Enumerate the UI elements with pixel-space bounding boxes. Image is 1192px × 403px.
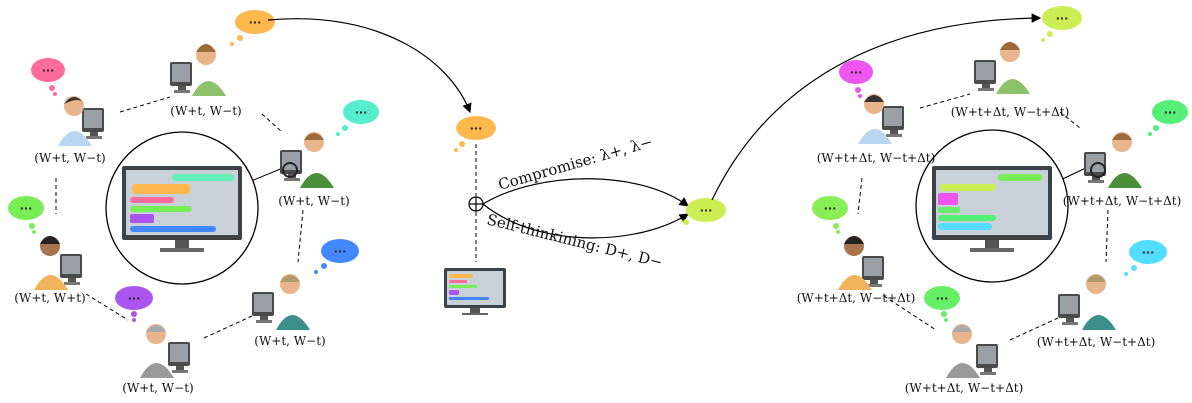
user-avatar xyxy=(838,236,884,290)
weight-label: (W+t, W−t) xyxy=(34,151,105,165)
user-avatar xyxy=(170,44,226,96)
ellipsis: ··· xyxy=(334,245,347,258)
ellipsis: ··· xyxy=(20,202,33,215)
thought-bubble: ··· xyxy=(1148,100,1188,136)
thought-bubble: ··· xyxy=(314,239,359,274)
thought-bubble: ··· xyxy=(683,198,726,225)
ellipsis: ··· xyxy=(470,122,483,135)
ellipsis: ··· xyxy=(355,106,368,119)
right-user-group: ··· ··· ··· ··· ··· xyxy=(797,6,1188,395)
arrow-to-aggregate xyxy=(267,18,472,114)
ellipsis: ··· xyxy=(1056,12,1069,25)
weight-label: (W+t+Δt, W−t+Δt) xyxy=(905,381,1024,395)
user-avatar xyxy=(280,132,334,188)
ellipsis: ··· xyxy=(850,66,863,79)
user-avatar xyxy=(974,42,1030,94)
center-aggregation: ··· Compromise: λ+, λ− Self-thinkining: … xyxy=(267,13,1042,315)
connector xyxy=(261,113,283,133)
weight-label: (W+t, W+t) xyxy=(14,291,85,305)
compromise-arc xyxy=(482,178,689,207)
thought-bubble: ··· xyxy=(924,286,960,322)
connector xyxy=(297,209,304,263)
ellipsis: ··· xyxy=(1164,106,1177,119)
ellipsis: ··· xyxy=(824,202,837,215)
ellipsis: ··· xyxy=(1142,246,1155,259)
thought-bubble: ··· xyxy=(8,196,44,234)
left-user-group: ··· ··· ··· ··· ··· xyxy=(8,10,379,395)
weight-label: (W+t+Δt, W−t+Δt) xyxy=(817,151,936,165)
thought-bubble: ··· xyxy=(230,10,275,46)
user-avatar xyxy=(946,324,998,378)
thought-bubble: ··· xyxy=(839,60,873,98)
connector xyxy=(883,295,937,331)
connector xyxy=(1009,317,1059,341)
weight-label: (W+t, W−t) xyxy=(254,334,325,348)
thought-bubble: ··· xyxy=(812,196,848,234)
connector xyxy=(1105,209,1109,263)
ellipsis: ··· xyxy=(128,292,141,305)
weight-label: (W+t+Δt, W−t+Δt) xyxy=(1063,194,1182,208)
weight-label: (W+t+Δt, W−t+Δt) xyxy=(797,291,916,305)
weight-label: (W+t, W−t) xyxy=(122,381,193,395)
weight-label: (W+t, W−t) xyxy=(278,194,349,208)
thought-bubble: ··· xyxy=(1124,240,1167,276)
weight-label: (W+t+Δt, W−t+Δt) xyxy=(951,105,1070,119)
connector xyxy=(1059,111,1081,129)
thought-bubble: ··· xyxy=(336,100,379,136)
connector xyxy=(119,96,171,113)
thought-bubble: ··· xyxy=(31,58,65,96)
ellipsis: ··· xyxy=(700,204,713,217)
oplus-symbol xyxy=(468,196,484,212)
compromise-label: Compromise: λ+, λ− xyxy=(496,133,654,194)
connector xyxy=(203,315,253,339)
user-avatar xyxy=(252,274,310,330)
thought-bubble: ··· xyxy=(454,116,496,152)
arrow-to-next-round xyxy=(711,13,1042,201)
user-avatar xyxy=(1084,132,1142,188)
user-avatar xyxy=(140,324,190,378)
user-avatar xyxy=(58,96,104,146)
connector xyxy=(919,93,971,109)
user-avatar xyxy=(34,236,82,290)
weight-label: (W+t+Δt, W−t+Δt) xyxy=(1037,335,1156,349)
small-screen xyxy=(444,268,506,315)
user-avatar xyxy=(1058,274,1116,330)
self-thinking-label: Self-thinkining: D+, D− xyxy=(485,210,664,271)
ellipsis: ··· xyxy=(249,16,262,29)
connector xyxy=(85,293,129,321)
user-avatar xyxy=(858,94,904,144)
ellipsis: ··· xyxy=(936,292,949,305)
thought-bubble: ··· xyxy=(1041,6,1082,42)
self-thinking-arc xyxy=(482,203,690,239)
thought-bubble: ··· xyxy=(115,286,153,322)
shared-screen-zoom xyxy=(105,131,259,285)
ellipsis: ··· xyxy=(42,64,55,77)
shared-screen-zoom xyxy=(915,129,1069,283)
connector xyxy=(857,177,863,215)
weight-label: (W+t, W−t) xyxy=(170,104,241,118)
